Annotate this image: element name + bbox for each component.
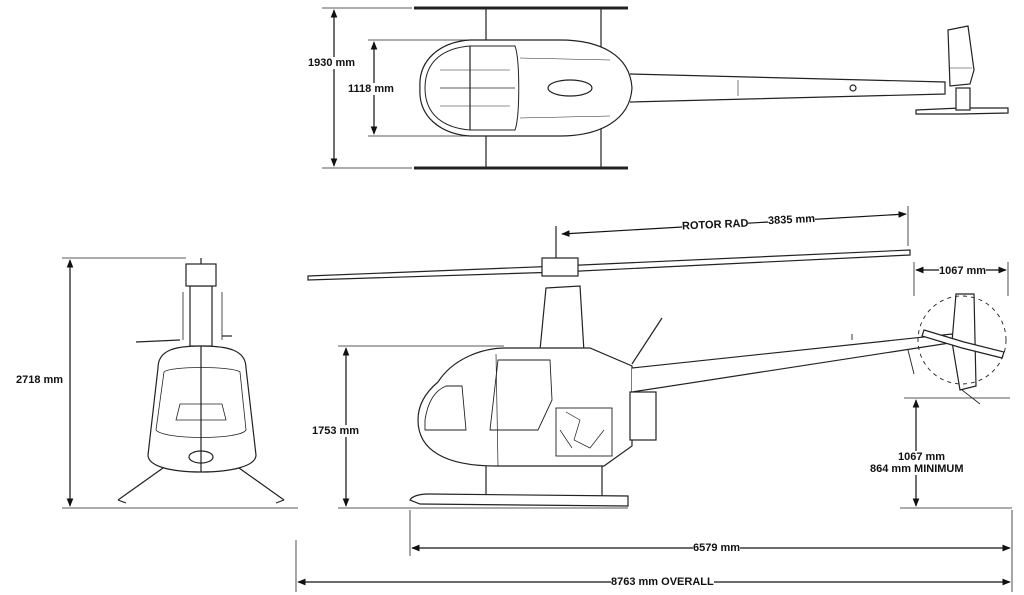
dim-fuselage-length: 6579 mm [693,542,741,554]
mast-fairing [539,285,585,353]
top-view [322,6,1009,170]
dim-front-height: 2718 mm [16,374,64,386]
front-view [62,257,298,509]
main-rotor-blade [307,249,911,281]
tail-rotor-disc [917,295,1007,385]
dim-top-cabin-width: 1118 mm [348,83,394,95]
side-tail-boom [631,333,957,393]
side-view [295,206,1013,592]
top-tail-boom [629,73,946,103]
dim-tail-rotor: 1067 mm [939,265,987,277]
dim-tail-clearance-min: 864 mm MINIMUM [870,463,964,475]
dim-tail-clearance: 1067 mm [898,451,946,463]
dim-rotor-value: 3835 mm [767,212,816,228]
top-cabin [419,39,633,137]
dim-overall-length: 8763 mm OVERALL [611,576,714,588]
front-cabin [147,345,257,473]
side-skid [409,493,629,507]
dim-top-width: 1930 mm [308,57,356,69]
dim-side-height: 1753 mm [312,425,360,437]
top-skids [414,6,628,170]
top-tail-fin [947,25,975,87]
